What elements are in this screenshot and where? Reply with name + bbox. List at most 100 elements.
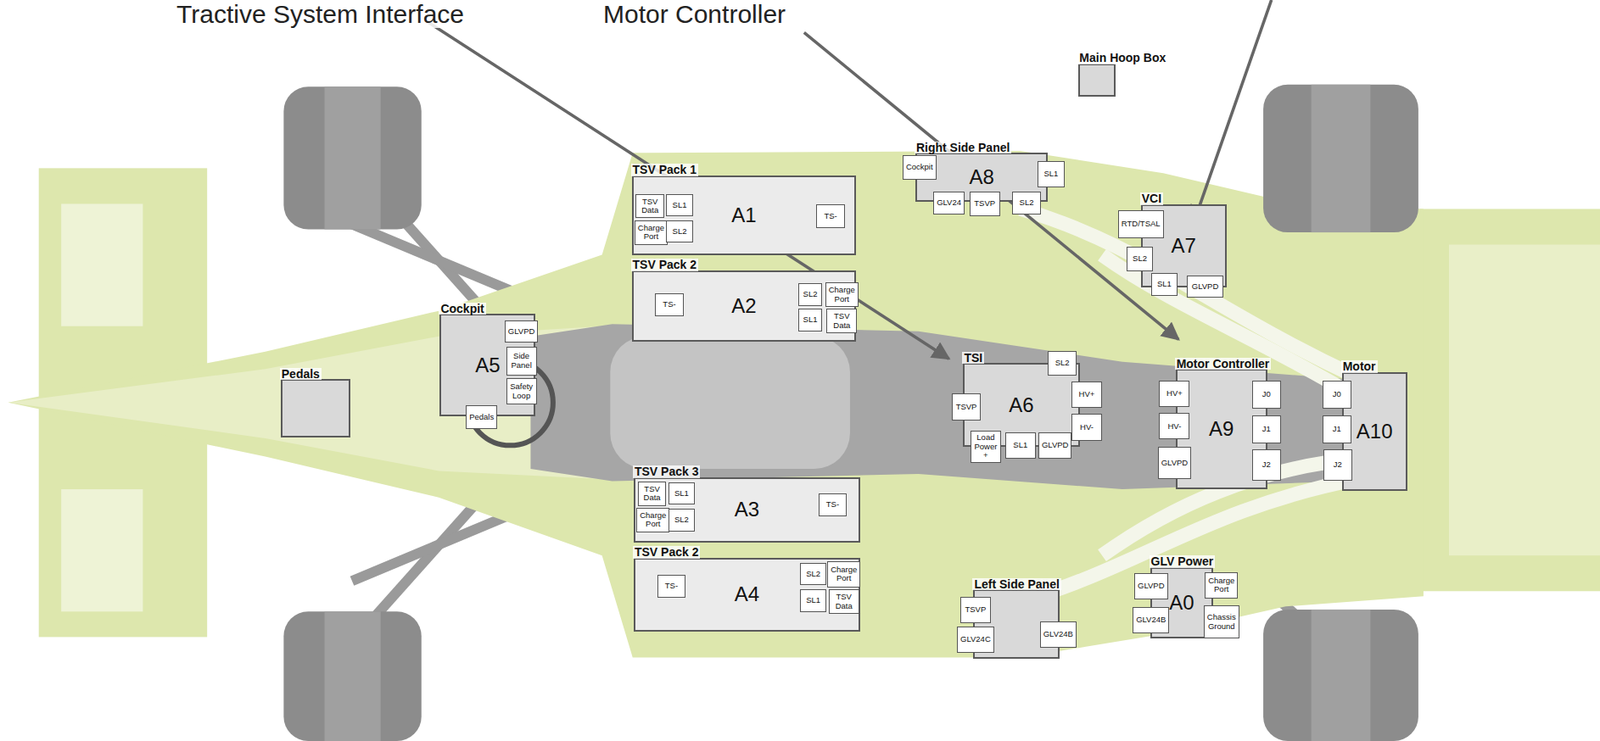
component-name: TSV Pack 1 (631, 163, 700, 177)
connector-port: TSVP (960, 597, 991, 624)
port-name: TSV Data (640, 485, 665, 504)
component-name: TSV Pack 3 (632, 465, 701, 479)
connector-port: TSV Data (637, 481, 667, 507)
connector-port: HV+ (1071, 381, 1103, 409)
component-name: VCI (1140, 192, 1164, 206)
component-box: TSV Pack 2A2TS-SL2Charge PortSL1TSV Data (632, 270, 857, 342)
component-box: Pedals (280, 379, 351, 438)
port-name: TS- (826, 500, 840, 510)
port-name: Charge Port (1207, 576, 1236, 595)
front-wing-plate (61, 203, 143, 326)
port-name: HV+ (1166, 389, 1183, 398)
connector-port: Pedals (465, 405, 498, 431)
component-box: TSV Pack 2A4TS-SL2Charge PortSL1TSV Data (633, 558, 861, 633)
port-name: HV- (1168, 422, 1182, 431)
port-name: TS- (662, 300, 676, 309)
port-name: GLV24B (1043, 630, 1074, 639)
callout-label: Tractive System Interface (173, 0, 467, 28)
port-name: J1 (1262, 425, 1271, 434)
port-name: SL2 (803, 290, 818, 299)
port-name: SL2 (1019, 198, 1035, 207)
connector-port: RTD/TSAL (1118, 210, 1164, 240)
component-name: Motor (1341, 360, 1378, 374)
suspension (352, 152, 1338, 653)
connector-port: SL2 (798, 283, 823, 306)
rear-wing (1420, 208, 1600, 592)
connector-port: Cockpit (902, 155, 937, 180)
connector-port: SL1 (1037, 161, 1064, 188)
connector-port: GLVPD (504, 320, 539, 343)
component-name: Main Hoop Box (1077, 51, 1168, 65)
assembly-id: A6 (1008, 395, 1034, 416)
port-name: SL1 (805, 596, 821, 605)
port-name: GLV24 (936, 198, 962, 207)
connector-port: GLVPD (1134, 573, 1169, 600)
component-name: Left Side Panel (972, 578, 1061, 592)
component-name: TSV Pack 2 (631, 258, 700, 272)
connector-port: GLV24C (956, 626, 995, 654)
port-name: HV+ (1079, 390, 1096, 399)
connector-port: SL1 (800, 589, 827, 612)
component-box: TSIA6SL2TSVPHV+HV-Load Power +SL1GLVPD (962, 363, 1080, 448)
component-name: Cockpit (438, 302, 486, 316)
connector-port: TSV Data (635, 194, 665, 219)
port-name: SL2 (674, 515, 689, 525)
connector-port: SL2 (665, 220, 693, 243)
front-wing-plate (61, 489, 143, 612)
rear-wing-plate (1448, 245, 1600, 557)
component-box: MotorA10J0J1J2 (1342, 372, 1408, 492)
port-name: GLVPD (1161, 458, 1189, 468)
assembly-id: A5 (475, 355, 500, 376)
port-name: Charge Port (827, 285, 856, 304)
connector-port: SL1 (798, 308, 823, 331)
port-name: Load Power + (973, 433, 999, 460)
port-name: TSV Data (828, 312, 855, 331)
connector-port: J0 (1322, 380, 1352, 410)
port-name: TS- (823, 212, 837, 221)
port-name: GLVPD (1191, 282, 1220, 291)
port-name: Safety Loop (509, 382, 535, 401)
connector-port: GLVPD (1186, 275, 1224, 298)
connector-port: SL1 (1151, 273, 1178, 296)
connector-port: Charge Port (634, 220, 668, 246)
connector-port: J2 (1252, 449, 1282, 481)
connector-port: GLVPD (1158, 447, 1192, 480)
assembly-id: A2 (731, 296, 756, 317)
port-name: HV- (1079, 423, 1094, 432)
component-name: TSV Pack 2 (632, 546, 701, 560)
component-box: TSV Pack 3A3TSV DataSL1Charge PortSL2TS- (633, 477, 861, 543)
port-name: Side Panel (509, 352, 535, 370)
port-name: SL1 (803, 315, 818, 325)
connector-port: HV+ (1158, 380, 1190, 408)
assembly-id: A1 (731, 205, 756, 226)
connector-port: J2 (1323, 449, 1353, 481)
port-name: Charge Port (829, 565, 858, 584)
component-box: CockpitA5GLVPDSide PanelSafety LoopPedal… (439, 313, 536, 416)
connector-port: TSVP (969, 191, 1001, 217)
connector-port: SL2 (1012, 191, 1041, 214)
connector-port: J0 (1252, 380, 1282, 410)
port-name: GLVPD (1041, 441, 1069, 450)
port-name: TSVP (973, 199, 996, 208)
component-box: VCIA7RTD/TSALSL2SL1GLVPD (1141, 204, 1227, 289)
connector-port: SL2 (668, 509, 695, 532)
connector-port: Safety Loop (506, 378, 538, 405)
port-name: SL1 (1043, 169, 1058, 179)
port-name: SL2 (672, 227, 688, 236)
connector-port: GLV24B (1040, 621, 1077, 649)
component-name: Motor Controller (1174, 358, 1272, 371)
component-name: TSI (962, 352, 985, 365)
connector-port: SL1 (665, 194, 693, 217)
port-name: J0 (1332, 390, 1342, 399)
port-name: RTD/TSAL (1121, 219, 1161, 229)
connector-port: GLVPD (1038, 432, 1073, 459)
assembly-id: A0 (1169, 593, 1194, 614)
connector-port: Charge Port (636, 508, 670, 533)
port-name: GLVPD (508, 327, 536, 336)
connector-port: GLV24B (1132, 607, 1170, 634)
connector-port: SL2 (800, 563, 827, 586)
assembly-id: A8 (968, 167, 994, 188)
port-name: SL2 (805, 570, 821, 579)
component-box: Main Hoop Box (1078, 63, 1115, 98)
connector-port: TSVP (951, 393, 981, 420)
